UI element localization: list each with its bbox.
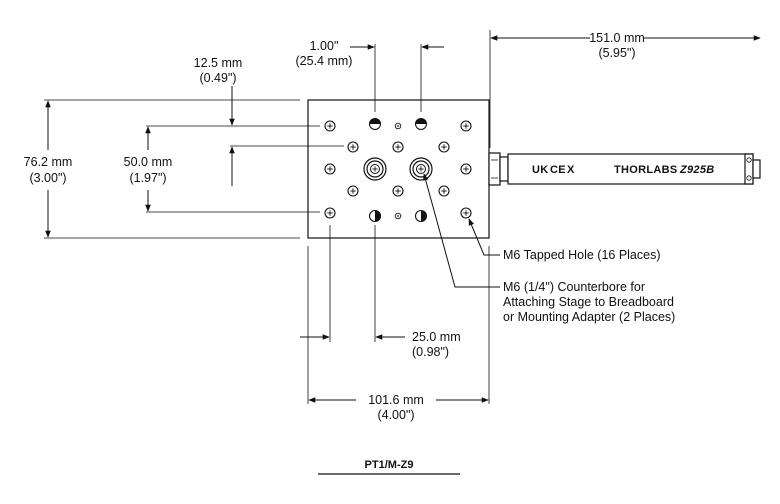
actuator-screw-top	[746, 157, 752, 163]
dim-top-margin-imperial: (0.49")	[199, 71, 236, 85]
tapped-hole	[438, 185, 450, 197]
dowel-pin-hole	[414, 209, 428, 223]
counterbore-hole	[409, 157, 433, 181]
leader-counterbore	[422, 173, 500, 288]
actuator-mark-uk: UK	[532, 164, 549, 176]
part-number-caption: PT1/M-Z9	[365, 459, 414, 471]
actuator-collar	[499, 156, 509, 182]
dim-width-imperial: (4.00")	[377, 408, 414, 422]
dim-center-offset-imperial: (0.98")	[412, 345, 449, 359]
counterbore-hole	[363, 157, 387, 181]
actuator-connector	[752, 159, 761, 179]
actuator-model: Z925B	[679, 164, 715, 176]
callout-counterbore-line-2: Attaching Stage to Breadboard	[503, 295, 674, 309]
leader-tapped-hole	[468, 218, 500, 256]
callout-tapped-hole: M6 Tapped Hole (16 Places)	[503, 248, 661, 262]
small-hole	[394, 122, 402, 130]
tapped-hole	[347, 141, 359, 153]
actuator: UK CE X THORLABS Z925B	[488, 152, 761, 186]
callouts: M6 Tapped Hole (16 Places) M6 (1/4") Cou…	[422, 173, 675, 324]
dim-top-spacing-metric: 1.00"	[310, 39, 339, 53]
hole-pattern	[324, 117, 472, 223]
dowel-pin-hole	[368, 209, 382, 223]
dim-top-spacing-imperial: (25.4 mm)	[296, 54, 353, 68]
tapped-hole	[392, 141, 404, 153]
actuator-mount-detail	[491, 159, 498, 179]
dim-height-imperial: (3.00")	[29, 171, 66, 185]
tapped-hole	[460, 207, 472, 219]
dim-top-margin-metric: 12.5 mm	[194, 56, 243, 70]
tapped-hole	[347, 185, 359, 197]
tapped-hole	[438, 141, 450, 153]
dimension-labels: 1.00" (25.4 mm) 151.0 mm (5.95") 12.5 mm…	[24, 31, 645, 422]
actuator-brand: THORLABS	[614, 164, 678, 176]
actuator-end-cap	[744, 153, 754, 185]
actuator-body	[507, 153, 754, 185]
actuator-mark-ce: CE	[550, 164, 566, 176]
tapped-hole	[392, 185, 404, 197]
dimension-lines	[45, 35, 761, 403]
dim-hole-span-imperial: (1.97")	[129, 171, 166, 185]
callout-counterbore-line-3: or Mounting Adapter (2 Places)	[503, 310, 675, 324]
tapped-hole	[324, 207, 336, 219]
dowel-pin-hole	[414, 117, 428, 131]
tapped-hole	[324, 163, 336, 175]
small-hole	[394, 212, 402, 220]
dim-actuator-length-imperial: (5.95")	[598, 46, 635, 60]
actuator-mark-weee: X	[567, 164, 575, 176]
actuator-screw-bottom	[746, 175, 752, 181]
dim-width-metric: 101.6 mm	[368, 393, 424, 407]
dim-center-offset-metric: 25.0 mm	[412, 330, 461, 344]
dowel-pin-hole	[368, 117, 382, 131]
dim-actuator-length-metric: 151.0 mm	[589, 31, 645, 45]
dim-hole-span-metric: 50.0 mm	[124, 155, 173, 169]
tapped-hole	[460, 120, 472, 132]
extension-lines	[44, 30, 491, 404]
tapped-hole	[460, 163, 472, 175]
dim-height-metric: 76.2 mm	[24, 155, 73, 169]
tapped-hole	[324, 120, 336, 132]
actuator-mount-block	[488, 152, 501, 186]
callout-counterbore-line-1: M6 (1/4") Counterbore for	[503, 280, 645, 294]
